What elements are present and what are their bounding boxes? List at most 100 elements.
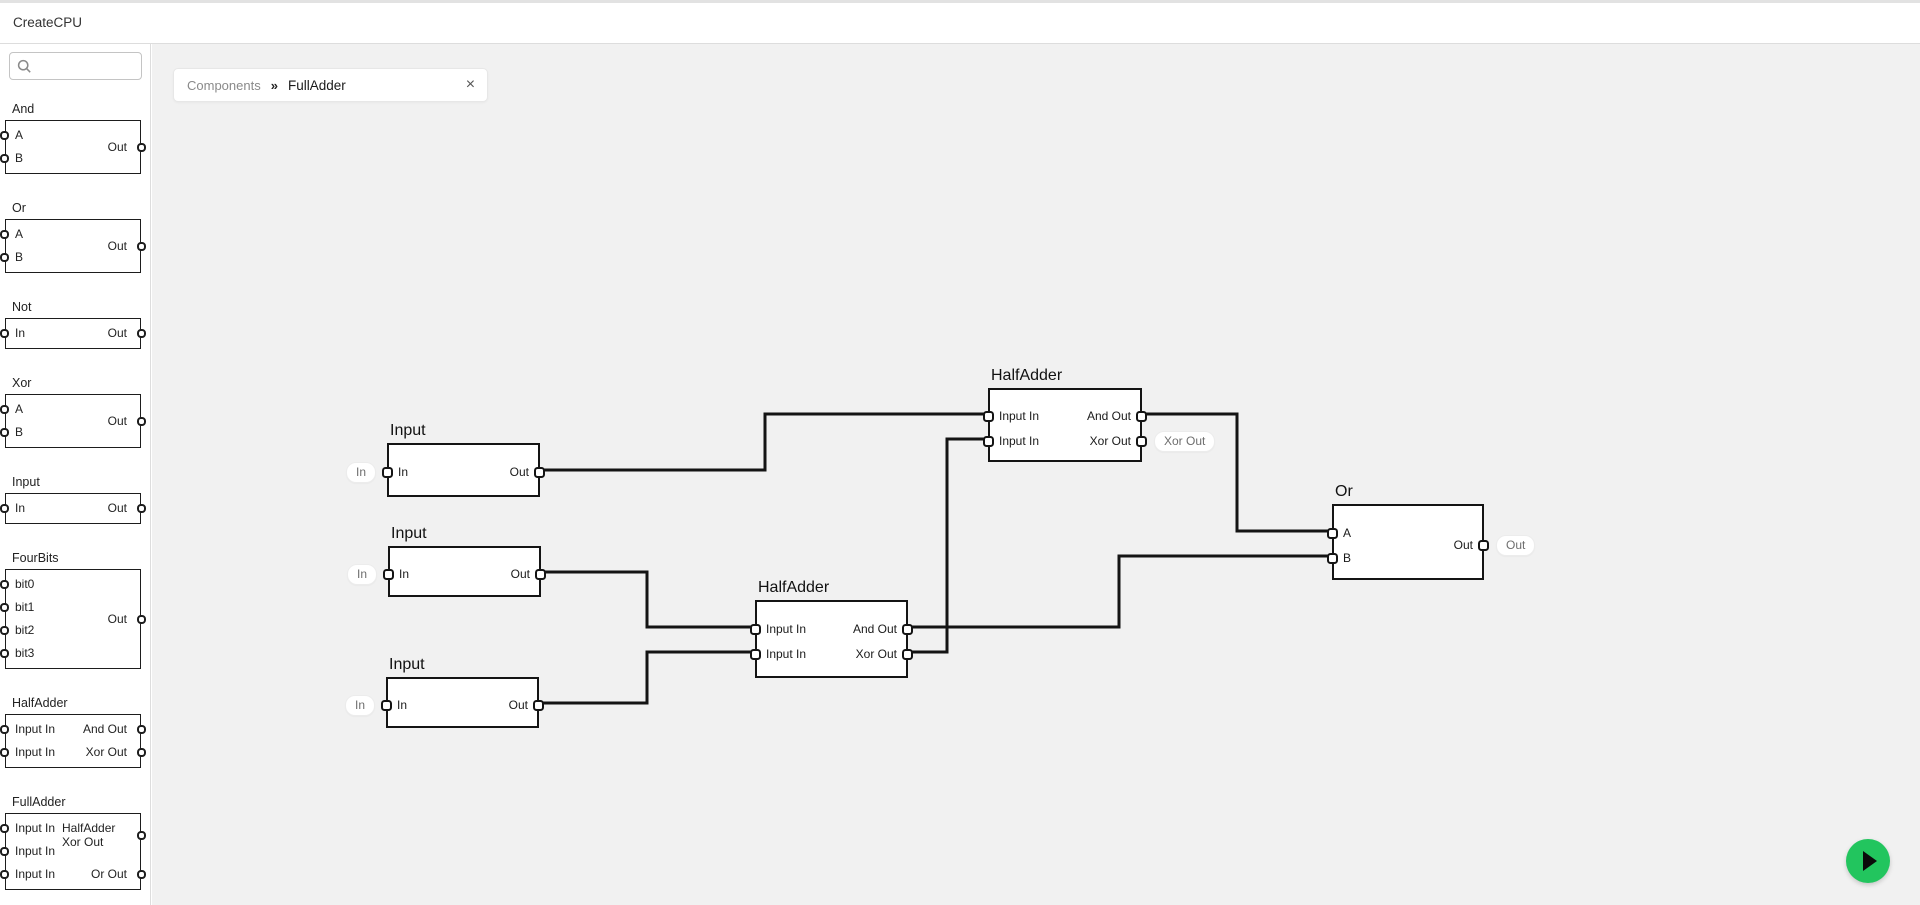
port-b (0, 253, 9, 262)
port-label: Out (107, 611, 127, 626)
run-button[interactable] (1846, 839, 1890, 883)
port-b (0, 428, 9, 437)
port-label: Out (107, 326, 127, 340)
breadcrumb-separator-icon: » (270, 77, 278, 93)
port-and-out[interactable] (902, 623, 913, 635)
tab-title: FullAdder (287, 77, 346, 93)
port-label: B (15, 250, 24, 264)
port-input-in[interactable] (983, 435, 994, 447)
port-label: Xor Out (1089, 433, 1131, 448)
palette-item-label: Xor (12, 376, 32, 390)
port-out (137, 241, 146, 251)
port-out[interactable] (535, 568, 546, 580)
port-b[interactable] (1327, 552, 1338, 564)
search-box[interactable] (9, 52, 142, 80)
port-xor-out[interactable] (902, 648, 913, 660)
port-label: Out (1453, 537, 1473, 552)
search-icon (17, 59, 31, 73)
port-label: Input In (15, 722, 56, 736)
port-label: In (399, 566, 410, 581)
port-input-in (0, 824, 9, 833)
port-and-out[interactable] (1136, 410, 1147, 422)
port-in[interactable] (382, 466, 393, 478)
port-input-in (0, 847, 9, 856)
port-label: Out (510, 566, 530, 581)
port-out[interactable] (1478, 539, 1489, 551)
port-or-out (137, 870, 146, 879)
tab-close-icon[interactable]: × (465, 76, 476, 93)
port-label: Out (107, 501, 127, 515)
port-label: Input In (999, 408, 1040, 423)
port-label: In (398, 464, 409, 479)
port-label: A (15, 227, 24, 241)
port-label: Out (107, 413, 127, 428)
app-title: CreateCPU (13, 15, 83, 30)
port-out (137, 142, 146, 152)
palette-item-label: Input (12, 475, 40, 489)
breadcrumb-components[interactable]: Components (187, 77, 261, 93)
port-label: Out (509, 464, 529, 479)
port-xor-out[interactable] (1136, 435, 1147, 447)
port-b (0, 154, 9, 163)
node-title: Input (391, 525, 427, 542)
port-label: Out (508, 697, 528, 712)
port-in[interactable] (381, 699, 392, 711)
port-in[interactable] (383, 568, 394, 580)
port-input-in[interactable] (750, 623, 761, 635)
header-bar: CreateCPU (0, 3, 1920, 44)
port-label: bit3 (15, 646, 35, 660)
port-input-in[interactable] (983, 410, 994, 422)
io-badge-in: In (346, 564, 377, 585)
port-label: Input In (766, 646, 807, 661)
tab-fulladder[interactable]: Components » FullAdder × (173, 68, 489, 102)
port-label: In (15, 501, 26, 515)
port-a (0, 405, 9, 414)
port-label: And Out (1086, 408, 1131, 423)
port-bit0 (0, 580, 9, 589)
port-input-in (0, 725, 9, 734)
port-input-in (0, 870, 9, 879)
port-out[interactable] (533, 699, 544, 711)
port-label: Xor Out (855, 646, 897, 661)
port-input-in[interactable] (750, 648, 761, 660)
search-input[interactable] (36, 55, 140, 78)
port-a (0, 230, 9, 239)
window-top-edge (0, 0, 1920, 3)
io-badge-in: In (345, 462, 376, 483)
palette-item-label: FullAdder (12, 795, 66, 809)
port-label: B (15, 151, 24, 165)
port-label: Or Out (90, 867, 127, 881)
port-out (137, 329, 146, 338)
io-badge-xor-out: Xor Out (1154, 431, 1216, 452)
port-label: Xor Out (85, 745, 127, 759)
port-out[interactable] (534, 466, 545, 478)
palette-item-label: Or (12, 201, 26, 215)
port-label: Input In (766, 621, 807, 636)
port-label: Input In (15, 745, 56, 759)
palette-item-box: In Out (0, 493, 146, 524)
port-label: Out (107, 139, 127, 154)
port-a[interactable] (1327, 527, 1338, 539)
port-in (0, 329, 9, 338)
port-in (0, 504, 9, 513)
port-bit3 (0, 649, 9, 658)
